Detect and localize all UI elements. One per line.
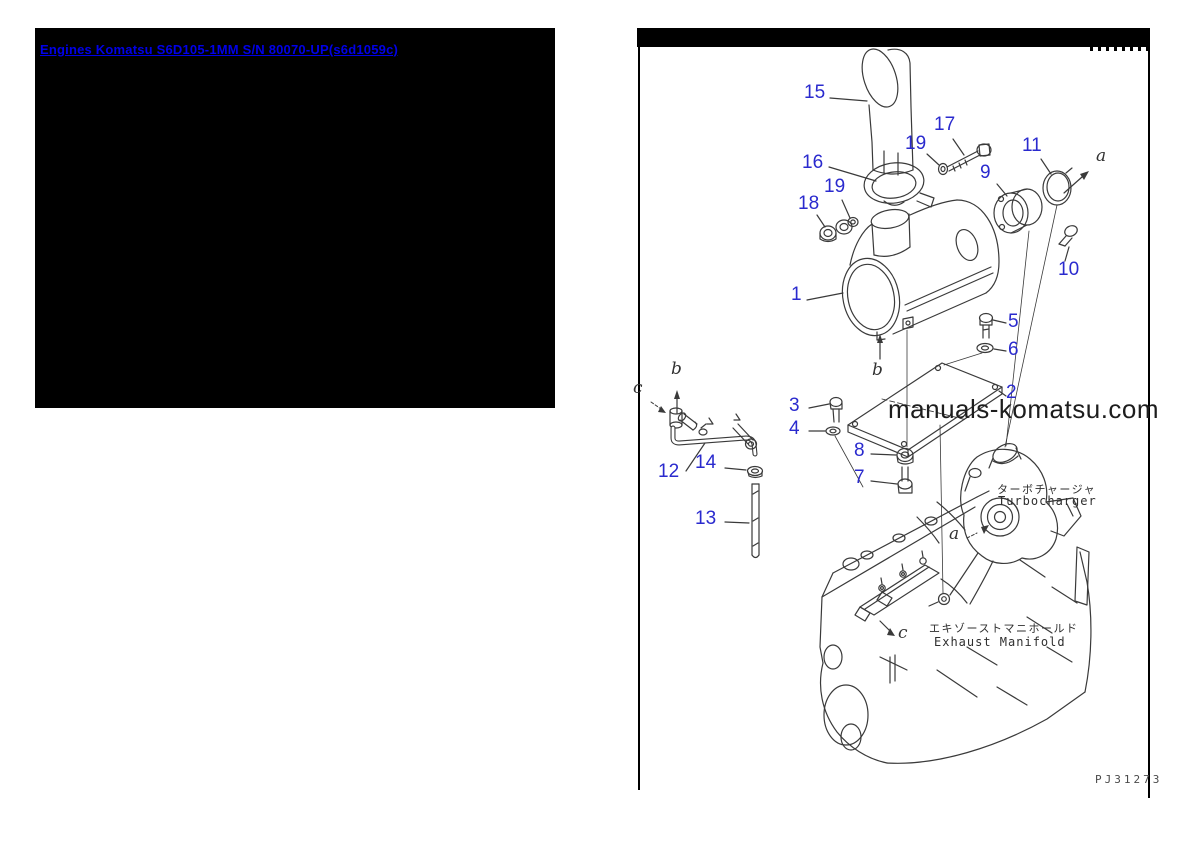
view-label-c-left: c: [633, 378, 643, 398]
view-label-b-mid: b: [872, 360, 883, 380]
part-callout-4[interactable]: 4: [789, 418, 800, 439]
alignment-lines-art: [877, 329, 951, 607]
part-callout-3[interactable]: 3: [789, 395, 800, 416]
part-callout-18[interactable]: 18: [798, 193, 820, 214]
scan-artifact-ticks: [1090, 47, 1148, 51]
part-callout-5[interactable]: 5: [1008, 311, 1019, 332]
exhaust-pipe-art: [861, 48, 914, 176]
muffler-art: [841, 199, 1000, 341]
turbocharger-label-jp: ターボチャージャ: [997, 483, 1097, 496]
tube-assembly-art: [650, 390, 764, 559]
media-panel: Engines Komatsu S6D105-1MM S/N 80070-UP(…: [35, 28, 555, 408]
bracket-plate-art: [825, 312, 1003, 494]
watermark: manuals-komatsu.com: [888, 394, 1160, 424]
view-label-c-bottom: c: [898, 623, 908, 643]
part-callout-19a[interactable]: 19: [905, 133, 927, 154]
exhaust-manifold-label-jp: エキゾーストマニホールド: [929, 622, 1079, 635]
diagram-left-border: [638, 47, 640, 790]
part-callout-17[interactable]: 17: [934, 114, 956, 135]
part-callout-6[interactable]: 6: [1008, 339, 1019, 360]
turbocharger-art: [949, 443, 1090, 606]
breadcrumb-link[interactable]: Engines Komatsu S6D105-1MM S/N 80070-UP(…: [40, 42, 399, 57]
nuts-art: [819, 216, 859, 243]
bolt-17-art: [937, 143, 992, 176]
diagram-top-bar: [637, 28, 1150, 47]
part-callout-19b[interactable]: 19: [824, 176, 846, 197]
part-callout-16[interactable]: 16: [802, 152, 824, 173]
view-label-a-top: a: [1096, 146, 1107, 166]
diagram-right-border: [1148, 47, 1150, 798]
part-callout-8[interactable]: 8: [854, 440, 865, 461]
part-callout-9[interactable]: 9: [980, 162, 991, 183]
view-label-b-left: b: [671, 359, 682, 379]
turbocharger-label-en: Turbocharger: [998, 494, 1097, 508]
part-callout-1[interactable]: 1: [791, 284, 802, 305]
part-callout-12[interactable]: 12: [658, 461, 680, 482]
part-callout-11[interactable]: 11: [1022, 135, 1042, 156]
flange-group-art: [993, 167, 1089, 448]
part-callout-2[interactable]: 2: [1006, 382, 1017, 403]
diagram-line-art: [650, 48, 1092, 764]
figure-code: PJ31273: [1095, 773, 1163, 786]
view-label-a-bottom: a: [949, 524, 960, 544]
part-callout-15[interactable]: 15: [804, 82, 826, 103]
part-callout-13[interactable]: 13: [695, 508, 717, 529]
engine-block-art: [819, 490, 1092, 764]
clamp-art: [863, 162, 935, 208]
exhaust-manifold-label-en: Exhaust Manifold: [934, 635, 1066, 649]
leader-lines: [685, 97, 1070, 524]
part-callout-10[interactable]: 10: [1058, 259, 1080, 280]
part-callout-14[interactable]: 14: [695, 452, 717, 473]
part-callout-7[interactable]: 7: [854, 467, 865, 488]
